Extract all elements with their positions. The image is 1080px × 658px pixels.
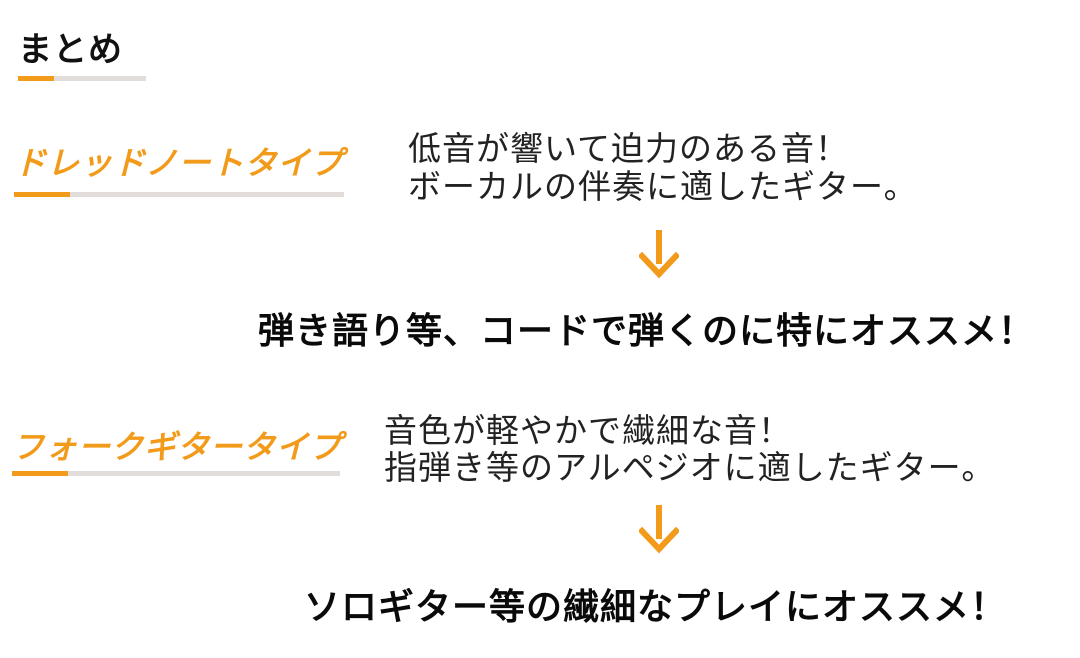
dreadnought-underline-track bbox=[14, 192, 344, 197]
dreadnought-description-line-2: ボーカルの伴奏に適したギター。 bbox=[408, 167, 918, 206]
dreadnought-type-title: ドレッドノートタイプ bbox=[14, 144, 344, 182]
folk-conclusion: ソロギター等の繊細なプレイにオススメ！ bbox=[304, 587, 1008, 628]
folk-underline-track bbox=[12, 471, 340, 476]
folk-description-line-1: 音色が軽やかで繊細な音！ bbox=[384, 411, 792, 450]
arrow-down-icon bbox=[637, 505, 681, 557]
dreadnought-underline-accent bbox=[14, 192, 70, 197]
folk-type-title: フォークギタータイプ bbox=[12, 428, 343, 466]
title-underline-track bbox=[18, 76, 146, 81]
dreadnought-description-line-1: 低音が響いて迫力のある音！ bbox=[408, 129, 850, 168]
page-title: まとめ bbox=[18, 30, 123, 70]
arrow-down-icon bbox=[637, 230, 681, 282]
folk-description-line-2: 指弾き等のアルペジオに適したギター。 bbox=[384, 448, 996, 487]
title-underline-accent bbox=[18, 76, 54, 81]
folk-underline-accent bbox=[12, 471, 68, 476]
dreadnought-conclusion: 弾き語り等、コードで弾くのに特にオススメ！ bbox=[258, 311, 1036, 352]
